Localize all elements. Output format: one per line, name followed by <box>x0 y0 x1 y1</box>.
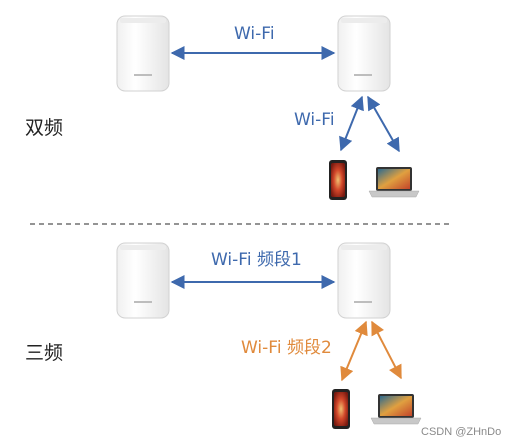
client-arrow-phone-tri <box>340 320 368 382</box>
router-icon <box>116 242 170 319</box>
backhaul-label-tri: Wi-Fi 频段1 <box>211 250 302 270</box>
backhaul-label-dual: Wi-Fi <box>234 24 275 44</box>
dual-band-label: 双频 <box>25 117 64 139</box>
router-top-left <box>116 15 170 92</box>
client-arrow-phone-dual <box>339 95 364 152</box>
laptop-bottom <box>370 394 422 425</box>
router-bottom-right <box>337 242 391 319</box>
router-icon <box>337 15 391 92</box>
client-label-tri: Wi-Fi 频段2 <box>241 338 332 358</box>
laptop-icon <box>370 394 422 425</box>
router-icon <box>116 15 170 92</box>
router-top-right <box>337 15 391 92</box>
phone-icon <box>329 160 347 200</box>
client-arrow-laptop-tri <box>371 320 402 380</box>
router-icon <box>337 242 391 319</box>
watermark: CSDN @ZHnDo <box>421 426 502 438</box>
tri-band-label: 三频 <box>25 342 64 364</box>
phone-bottom <box>332 389 350 429</box>
router-bottom-left <box>116 242 170 319</box>
client-label-dual: Wi-Fi <box>294 110 335 130</box>
phone-top <box>329 160 347 200</box>
phone-icon <box>332 389 350 429</box>
client-arrow-laptop-dual <box>367 95 400 153</box>
laptop-top <box>368 167 420 198</box>
laptop-icon <box>368 167 420 198</box>
